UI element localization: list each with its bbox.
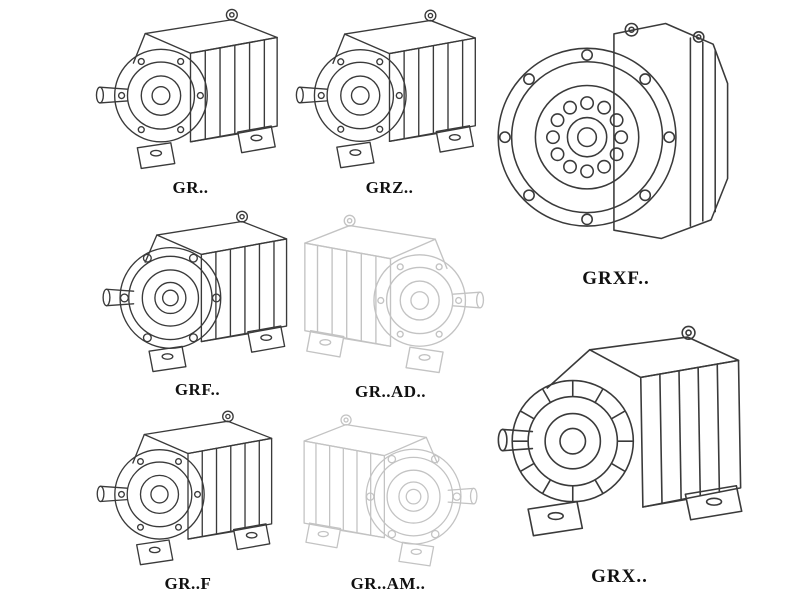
product-gr: GR.. bbox=[88, 4, 293, 202]
product-label-grz: GRZ.. bbox=[365, 178, 414, 198]
gearbox-drawing-grz bbox=[295, 9, 476, 169]
product-label-gr-f: GR..F bbox=[164, 574, 212, 594]
product-label-grf: GRF.. bbox=[174, 380, 221, 400]
gearbox-drawing-gr-f bbox=[96, 410, 273, 566]
gearbox-drawing-grxf bbox=[497, 22, 729, 240]
product-gr-f: GR..F bbox=[88, 406, 288, 598]
gearbox-drawing-gr-am bbox=[303, 414, 478, 567]
product-gr-am: GR..AM.. bbox=[288, 410, 488, 598]
product-grz: GRZ.. bbox=[292, 4, 487, 202]
gearbox-drawing-gr-ad bbox=[304, 214, 485, 374]
product-grf: GRF.. bbox=[95, 206, 300, 404]
gearbox-drawing-grx bbox=[497, 325, 743, 537]
gearbox-drawing-gr bbox=[95, 8, 278, 170]
product-label-grx: GRX.. bbox=[591, 566, 648, 588]
product-gr-ad: GR..AD.. bbox=[288, 210, 493, 406]
product-label-grxf: GRXF.. bbox=[582, 268, 650, 290]
product-label-gr: GR.. bbox=[172, 178, 209, 198]
product-label-gr-ad: GR..AD.. bbox=[354, 382, 427, 402]
product-grxf: GRXF.. bbox=[492, 0, 740, 294]
product-grx: GRX.. bbox=[492, 298, 747, 592]
gearbox-drawing-grf bbox=[102, 210, 288, 373]
product-label-gr-am: GR..AM.. bbox=[350, 574, 426, 594]
